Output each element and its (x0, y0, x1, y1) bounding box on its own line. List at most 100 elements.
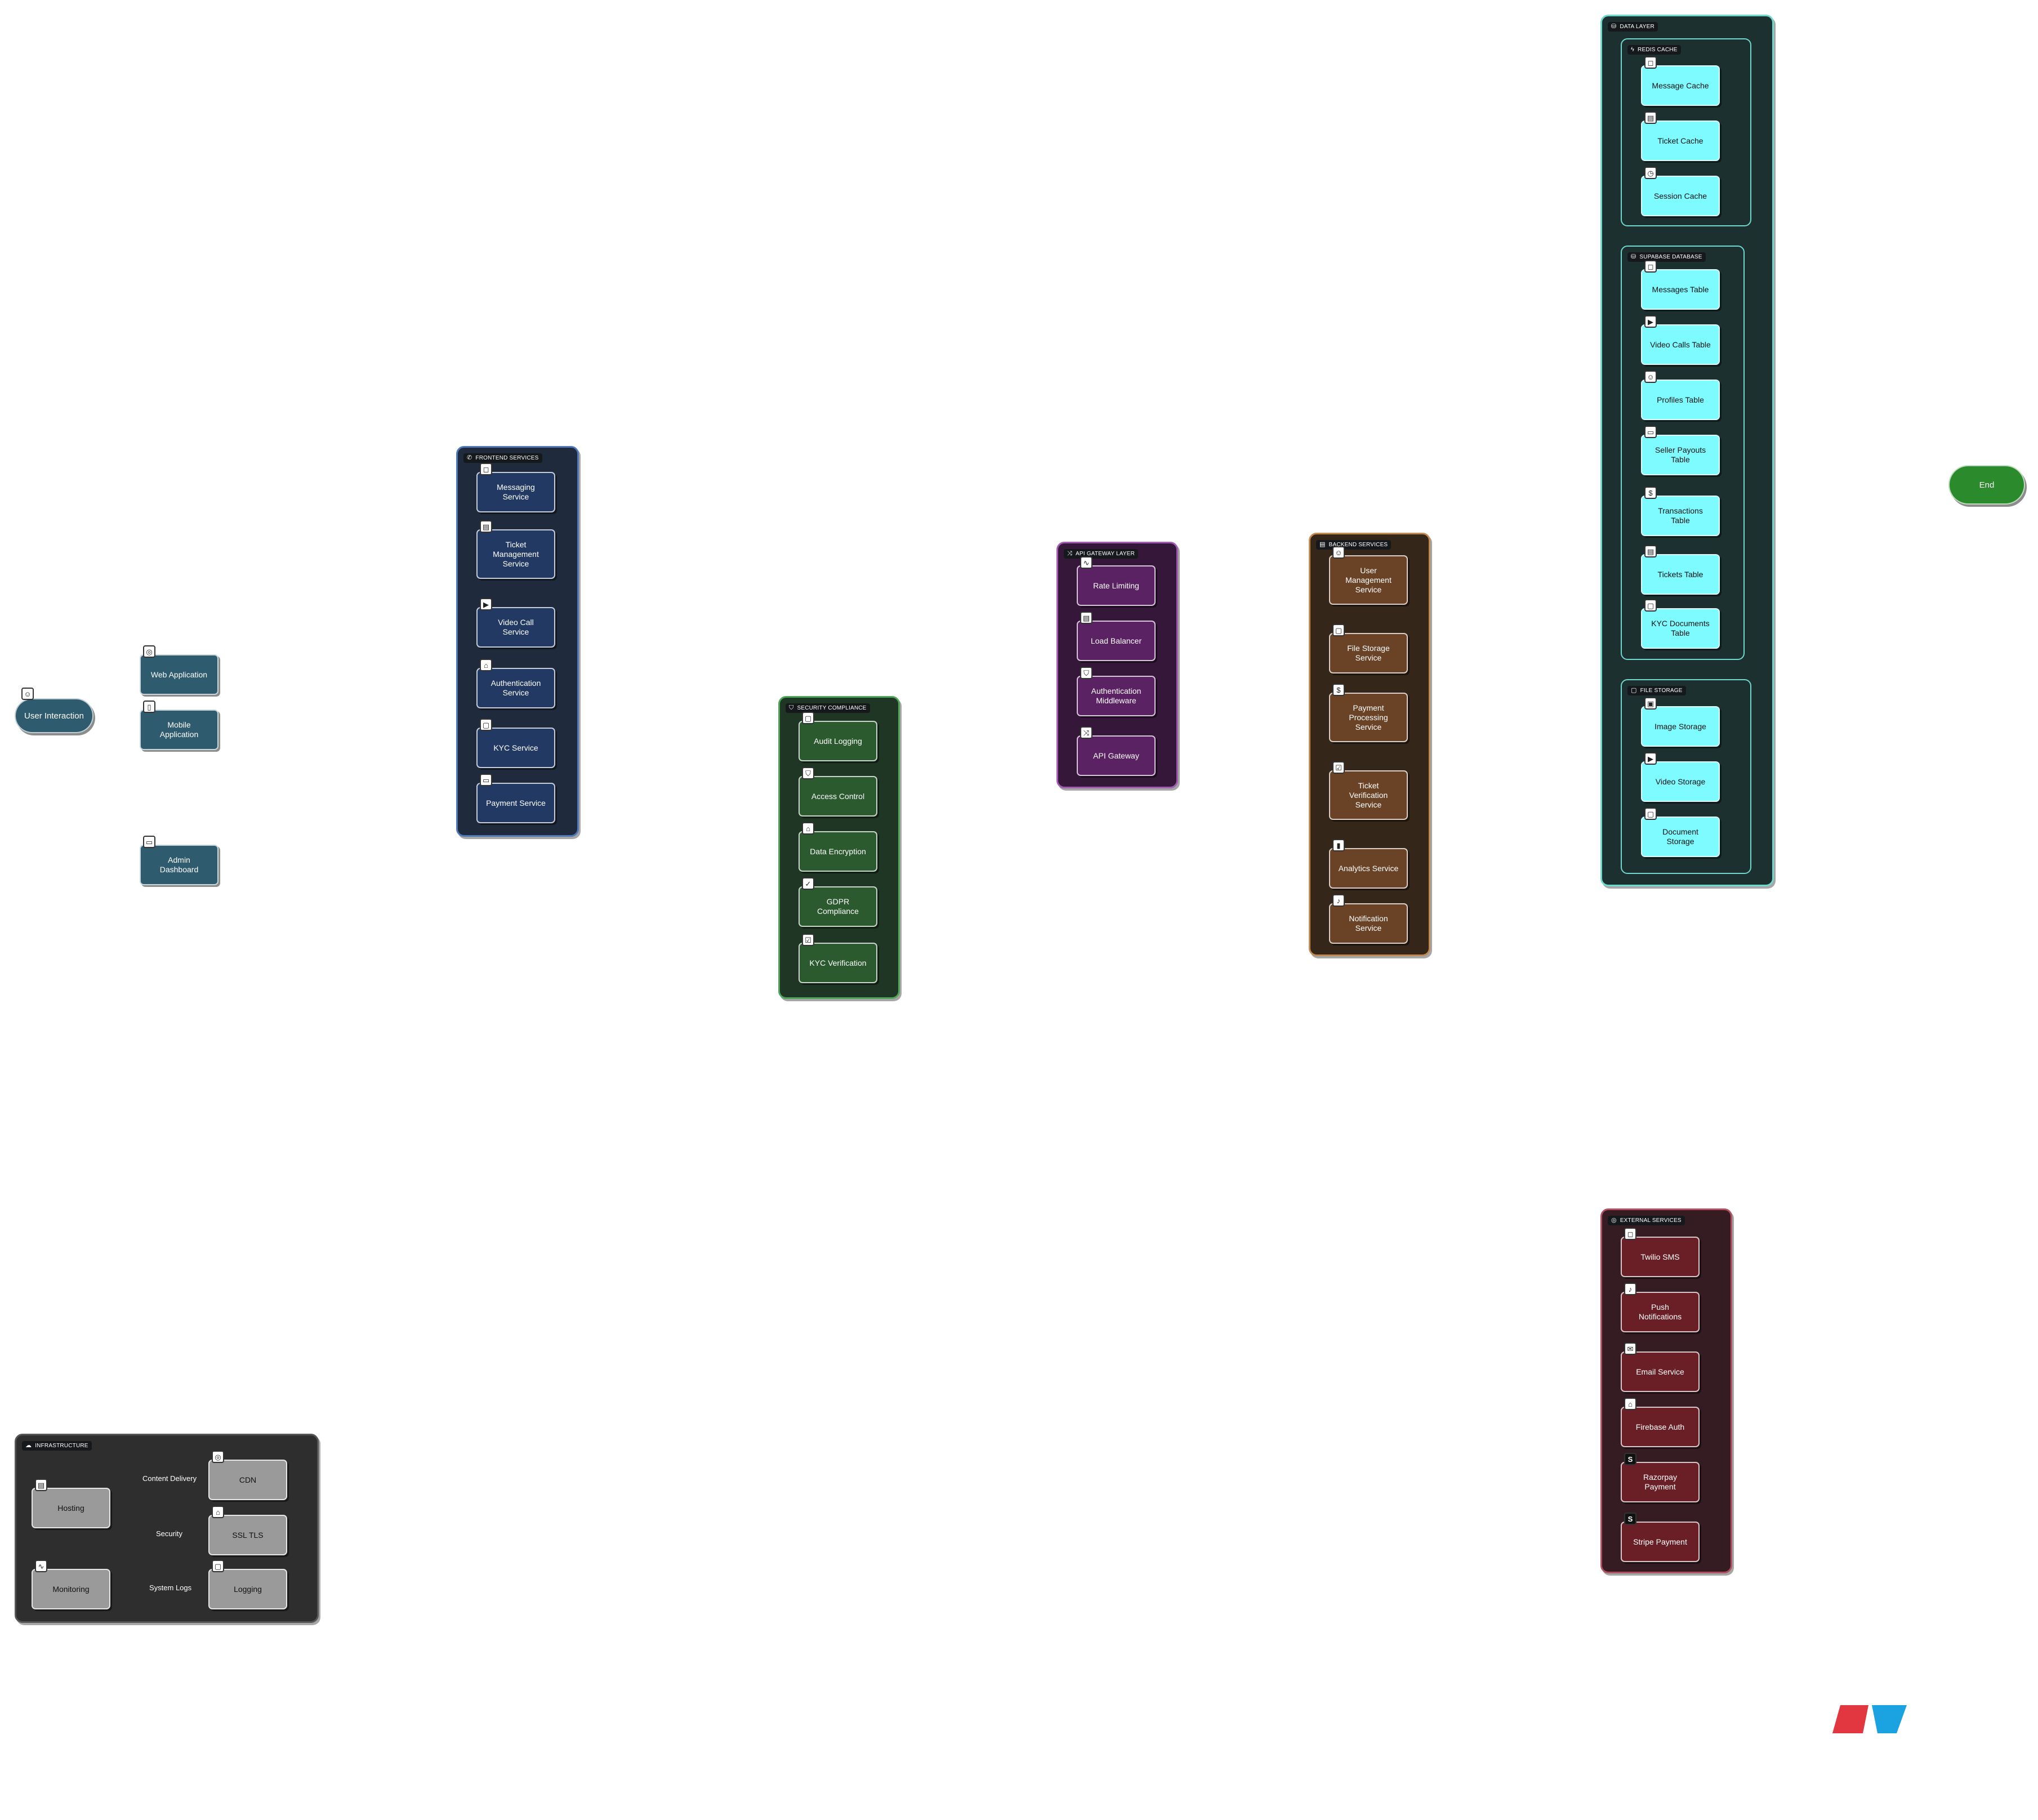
gateway-authentication-middleware[interactable]: ⛉ Authentication Middleware (1077, 667, 1156, 716)
infra-ssl-tls[interactable]: ⌂ SSL TLS (208, 1506, 287, 1555)
server-icon: ▤ (1319, 541, 1326, 548)
file-icon: ▢ (1644, 599, 1657, 612)
frontend-payment-service[interactable]: ▭ Payment Service (476, 774, 555, 823)
supabase-seller-payouts-table[interactable]: ▭ Seller Payouts Table (1641, 426, 1720, 475)
globe-icon: ◎ (212, 1451, 224, 1463)
storage-document-storage[interactable]: ▢ Document Storage (1641, 808, 1720, 857)
external-firebase-auth[interactable]: ⌂ Firebase Auth (1621, 1398, 1700, 1447)
check-square-icon: ☑ (802, 934, 814, 946)
supabase-messages-table[interactable]: ◻ Messages Table (1641, 260, 1720, 310)
subgroup-supabase-database: ⛁ SUPABASE DATABASE (1621, 246, 1745, 660)
video-icon: ▶ (1644, 315, 1657, 328)
gateway-api-gateway[interactable]: ⤨ API Gateway (1077, 726, 1156, 776)
globe-icon: ◎ (1611, 1217, 1617, 1224)
backend-title: BACKEND SERVICES (1328, 542, 1388, 548)
edge-label-content-delivery: Content Delivery (141, 1474, 199, 1483)
infra-monitoring[interactable]: ∿ Monitoring (32, 1560, 110, 1609)
client-web-application[interactable]: ◎ Web Application (140, 645, 218, 695)
cloud-icon: ☁ (25, 1442, 32, 1449)
external-title: EXTERNAL SERVICES (1620, 1217, 1682, 1224)
security-data-encryption[interactable]: ⌂ Data Encryption (799, 822, 877, 872)
start-node[interactable]: User Interaction (15, 698, 93, 733)
storage-video-storage[interactable]: ▶ Video Storage (1641, 752, 1720, 802)
zap-icon: ϟ (1631, 46, 1635, 53)
server-icon: ▤ (35, 1479, 47, 1491)
lock-icon: ⌂ (1624, 1398, 1636, 1410)
node-label: API Gateway (1093, 751, 1139, 760)
infra-cdn[interactable]: ◎ CDN (208, 1451, 287, 1500)
backend-notification-service[interactable]: ♪ Notification Service (1329, 894, 1408, 944)
subgroup-file-storage: ▢ FILE STORAGE (1621, 679, 1751, 874)
logo-red-shape (1832, 1705, 1868, 1733)
gateway-load-balancer[interactable]: ▤ Load Balancer (1077, 612, 1156, 661)
client-admin-label: Admin Dashboard (159, 855, 199, 874)
infra-logging[interactable]: ▢ Logging (208, 1560, 287, 1609)
frontend-video-call-service[interactable]: ▶ Video Call Service (476, 598, 555, 648)
infra-hosting[interactable]: ▤ Hosting (32, 1479, 110, 1528)
node-label: Analytics Service (1338, 863, 1399, 873)
node-label: Razorpay Payment (1643, 1473, 1677, 1491)
frontend-title: FRONTEND SERVICES (475, 455, 539, 461)
security-kyc-verification[interactable]: ☑ KYC Verification (799, 934, 877, 983)
client-admin-dashboard[interactable]: ▭ Admin Dashboard (140, 836, 218, 885)
external-email-service[interactable]: ✉ Email Service (1621, 1342, 1700, 1392)
node-label: User Management Service (1345, 565, 1392, 594)
external-stripe-payment[interactable]: S Stripe Payment (1621, 1513, 1700, 1562)
node-label: Ticket Verification Service (1349, 780, 1388, 809)
backend-ticket-verification-service[interactable]: ☑ Ticket Verification Service (1329, 761, 1408, 820)
file-icon: ▢ (1644, 808, 1657, 820)
gateway-title: API GATEWAY LAYER (1076, 551, 1135, 557)
storage-image-storage[interactable]: ▣ Image Storage (1641, 697, 1720, 747)
end-node[interactable]: End (1948, 465, 2025, 505)
backend-user-management-service[interactable]: ☺ User Management Service (1329, 546, 1408, 605)
supabase-kyc-documents-table[interactable]: ▢ KYC Documents Table (1641, 599, 1720, 649)
node-label: Stripe Payment (1633, 1537, 1687, 1546)
security-access-control[interactable]: ⛉ Access Control (799, 767, 877, 817)
backend-payment-processing-service[interactable]: $ Payment Processing Service (1329, 684, 1408, 742)
monitor-icon: ▭ (143, 836, 155, 848)
security-group-label: ⛉ SECURITY COMPLIANCE (786, 703, 870, 713)
backend-analytics-service[interactable]: ▮ Analytics Service (1329, 839, 1408, 889)
frontend-authentication-service[interactable]: ⌂ Authentication Service (476, 659, 555, 708)
file-storage-group-label: ▢ FILE STORAGE (1627, 686, 1686, 695)
redis-message-cache[interactable]: ◻ Message Cache (1641, 56, 1720, 106)
client-web-label: Web Application (150, 670, 208, 679)
redis-ticket-cache[interactable]: ▤ Ticket Cache (1641, 111, 1720, 161)
supabase-tickets-table[interactable]: ▤ Tickets Table (1641, 545, 1720, 595)
frontend-messaging-service[interactable]: ◻ Messaging Service (476, 463, 555, 512)
external-push-notifications[interactable]: ♪ Push Notifications (1621, 1283, 1700, 1332)
backend-file-storage-service[interactable]: ▢ File Storage Service (1329, 624, 1408, 673)
external-twilio-sms[interactable]: ◻ Twilio SMS (1621, 1228, 1700, 1277)
gateway-group-label: ⤨ API GATEWAY LAYER (1064, 549, 1139, 559)
bar-chart-icon: ▮ (1332, 839, 1345, 851)
shuffle-icon: ⤨ (1080, 726, 1092, 739)
frontend-kyc-service[interactable]: ▢ KYC Service (476, 719, 555, 768)
redis-session-cache[interactable]: ◷ Session Cache (1641, 167, 1720, 216)
supabase-group-label: ⛁ SUPABASE DATABASE (1627, 252, 1706, 262)
node-label: Push Notifications (1638, 1302, 1682, 1321)
user-icon: ☺ (1644, 371, 1657, 383)
supabase-profiles-table[interactable]: ☺ Profiles Table (1641, 371, 1720, 420)
node-label: Image Storage (1655, 721, 1706, 731)
security-title: SECURITY COMPLIANCE (797, 705, 867, 711)
clock-icon: ◷ (1644, 167, 1657, 179)
supabase-transactions-table[interactable]: $ Transactions Table (1641, 487, 1720, 536)
frontend-ticket-management-service[interactable]: ▤ Ticket Management Service (476, 520, 555, 579)
bell-icon: ♪ (1624, 1283, 1636, 1295)
node-label: GDPR Compliance (817, 897, 859, 916)
database-icon: ⛁ (1611, 23, 1617, 30)
node-label: Session Cache (1653, 191, 1707, 200)
node-label: Notification Service (1349, 914, 1388, 933)
mail-icon: ✉ (1624, 1342, 1636, 1355)
security-audit-logging[interactable]: ▢ Audit Logging (799, 712, 877, 761)
security-gdpr-compliance[interactable]: ✓ GDPR Compliance (799, 877, 877, 927)
supabase-video-calls-table[interactable]: ▶ Video Calls Table (1641, 315, 1720, 365)
external-razorpay-payment[interactable]: S Razorpay Payment (1621, 1453, 1700, 1502)
edge-label-security: Security (154, 1529, 184, 1538)
file-icon: ▢ (480, 719, 492, 731)
gateway-rate-limiting[interactable]: ∿ Rate Limiting (1077, 556, 1156, 606)
shield-icon: ⛉ (802, 767, 814, 779)
client-mobile-application[interactable]: ▯ Mobile Application (140, 701, 218, 750)
smartphone-icon: ▯ (143, 701, 155, 713)
message-icon: ◻ (1644, 56, 1657, 69)
